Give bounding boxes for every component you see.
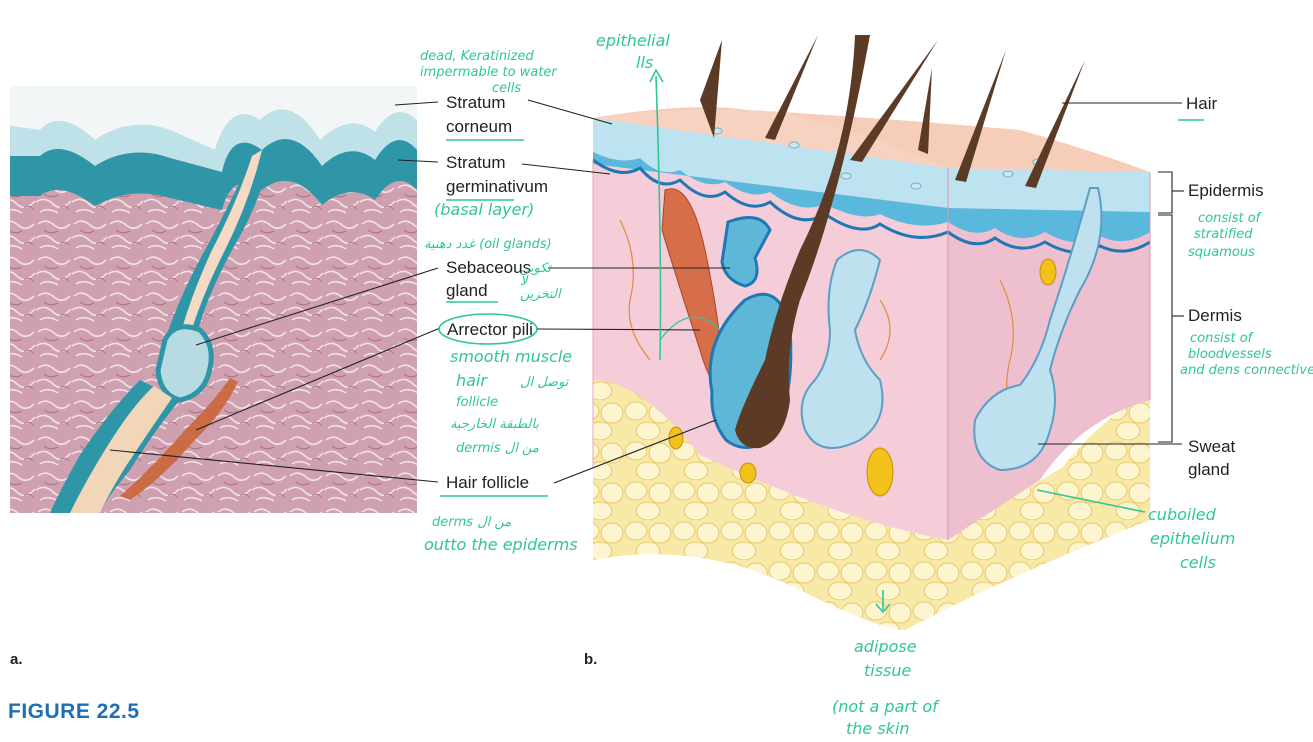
annotation-adipose-2: tissue bbox=[864, 661, 912, 680]
hair-follicle-text: Hair follicle bbox=[446, 473, 529, 492]
annotation-cuboidal: cuboiled epithelium cells bbox=[1148, 505, 1235, 572]
annotation-epidermis-3: squamous bbox=[1188, 245, 1255, 260]
sweat-gland-line1: Sweat bbox=[1188, 437, 1236, 456]
annotation-adipose-1: adipose bbox=[854, 637, 917, 656]
figure-title: FIGURE 22.5 bbox=[8, 700, 140, 723]
annotation-adipose: adipose tissue (not a part of the skin bbox=[832, 637, 940, 738]
annotation-smooth-muscle-6: dermis من ال bbox=[456, 441, 539, 456]
annotation-adipose-3: (not a part of bbox=[832, 697, 940, 716]
annotation-cuboidal-3: cells bbox=[1180, 553, 1216, 572]
annotation-follicle: derms من ال outto the epiderms bbox=[424, 515, 578, 554]
skin-block-diagram bbox=[593, 35, 1150, 630]
hair-label: Hair bbox=[1186, 94, 1218, 113]
annotation-smooth-muscle-1: smooth muscle bbox=[450, 347, 572, 366]
annotation-adipose-4: the skin bbox=[846, 719, 910, 738]
annotation-smooth-muscle: smooth muscle hair توصل ال follicle بالط… bbox=[450, 347, 572, 456]
stratum-corneum-line2: corneum bbox=[446, 117, 512, 136]
histology-micrograph bbox=[10, 86, 417, 513]
annotation-sebaceous-arabic: تكوين لا التخزين bbox=[520, 261, 562, 302]
annotation-follicle-2: outto the epiderms bbox=[424, 535, 578, 554]
annotation-smooth-muscle-2: hair bbox=[456, 371, 488, 390]
annotation-corneum-2: impermable to water bbox=[420, 65, 558, 80]
annotation-sebaceous-arabic-3: التخزين bbox=[520, 287, 562, 302]
annotation-dermis-2: bloodvessels bbox=[1188, 347, 1272, 362]
annotation-cuboidal-2: epithelium bbox=[1150, 529, 1235, 548]
epidermis-label: Epidermis bbox=[1188, 181, 1264, 200]
stratum-germinativum-line1: Stratum bbox=[446, 153, 506, 172]
annotation-epidermis-2: stratified bbox=[1194, 227, 1253, 242]
dermis-label: Dermis bbox=[1188, 306, 1242, 325]
annotation-epithelial: epithelial lls bbox=[596, 31, 670, 72]
annotation-follicle-1: derms من ال bbox=[432, 515, 511, 530]
sebaceous-gland-line1: Sebaceous bbox=[446, 258, 531, 277]
annotation-smooth-muscle-3: توصل ال bbox=[520, 375, 570, 390]
annotation-oil-glands: غدد دهنية (oil glands) bbox=[424, 237, 552, 252]
annotation-smooth-muscle-4: follicle bbox=[456, 395, 498, 410]
annotation-basal: (basal layer) bbox=[434, 200, 534, 219]
annotation-epidermis-1: consist of bbox=[1198, 211, 1263, 226]
sebaceous-gland-label: Sebaceous gland bbox=[446, 258, 531, 302]
stratum-germinativum-label: Stratum germinativum bbox=[446, 153, 548, 200]
annotation-cuboidal-1: cuboiled bbox=[1148, 505, 1217, 524]
stratum-germinativum-line2: germinativum bbox=[446, 177, 548, 196]
arrector-pili-text: Arrector pili bbox=[447, 320, 533, 339]
arrector-pili-label: Arrector pili bbox=[439, 314, 537, 344]
sebaceous-gland-line2: gland bbox=[446, 281, 488, 300]
panel-a-label: a. bbox=[10, 651, 23, 668]
annotation-dermis-3: and dens connective bbox=[1180, 363, 1313, 378]
hair-follicle-label: Hair follicle bbox=[440, 473, 548, 496]
annotation-epidermis: consist of stratified squamous bbox=[1188, 211, 1263, 260]
annotation-epithelial-1: epithelial bbox=[596, 31, 670, 50]
panel-b-label: b. bbox=[584, 651, 597, 668]
annotation-epithelial-2: lls bbox=[636, 53, 653, 72]
annotation-corneum: dead, Keratinized impermable to water ce… bbox=[420, 49, 558, 96]
stratum-corneum-label: Stratum corneum bbox=[446, 93, 524, 140]
annotation-corneum-1: dead, Keratinized bbox=[420, 49, 534, 64]
annotation-dermis-1: consist of bbox=[1190, 331, 1255, 346]
annotation-smooth-muscle-5: بالطبقة الخارجية bbox=[450, 417, 539, 432]
sweat-gland-line2: gland bbox=[1188, 460, 1230, 479]
annotation-dermis: consist of bloodvessels and dens connect… bbox=[1180, 331, 1313, 378]
annotation-corneum-3: cells bbox=[492, 81, 521, 96]
